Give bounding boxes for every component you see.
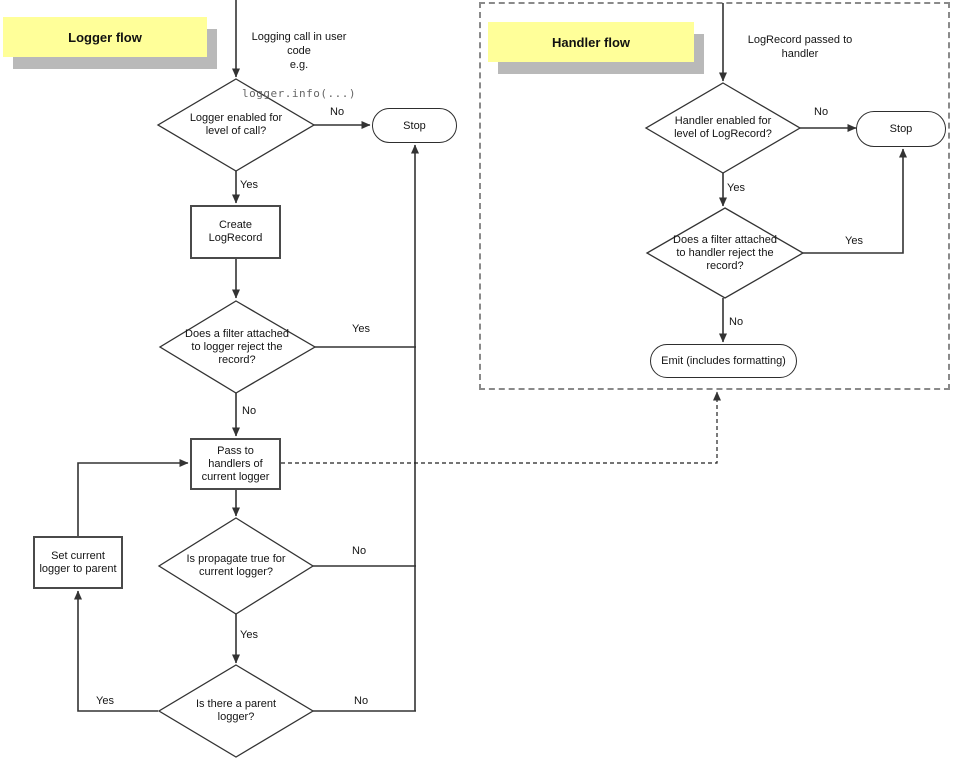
label-handler-enabled-no: No: [814, 106, 829, 118]
stop-node-logger: Stop: [372, 108, 457, 143]
edge-handler-filter-yes: [803, 148, 907, 254]
label-handler-filter-no: No: [729, 316, 744, 328]
logger-start-text: Logging call in user code e.g. logger.in…: [234, 16, 364, 115]
edge-setparent-to-pass: [77, 459, 189, 536]
logger-flow-title: Logger flow: [3, 17, 207, 57]
handler-flow-title: Handler flow: [488, 22, 694, 62]
label-logger-enabled-yes: Yes: [240, 179, 258, 191]
decision-logger-enabled: [156, 78, 316, 172]
decision-handler-enabled: [644, 82, 802, 174]
box-create-logrecord: Create LogRecord: [190, 205, 281, 259]
label-handler-filter-yes: Yes: [845, 235, 863, 247]
decision-propagate: [157, 517, 315, 615]
label-parent-yes: Yes: [96, 695, 114, 707]
logger-start-code: logger.info(...): [242, 87, 356, 100]
label-logger-filter-no: No: [242, 405, 257, 417]
label-propagate-no: No: [352, 545, 367, 557]
stop-node-handler: Stop: [856, 111, 946, 147]
label-parent-no: No: [354, 695, 369, 707]
box-pass-to-handlers: Pass to handlers of current logger: [190, 438, 281, 490]
handler-flow-boundary: [479, 2, 950, 390]
decision-handler-filter: [645, 207, 805, 299]
label-propagate-yes: Yes: [240, 629, 258, 641]
box-set-current-logger: Set current logger to parent: [33, 536, 123, 589]
emit-node: Emit (includes formatting): [650, 344, 797, 378]
handler-start-text: LogRecord passed to handler: [747, 34, 853, 60]
edge-parent-yes: [74, 590, 158, 712]
label-handler-enabled-yes: Yes: [727, 182, 745, 194]
label-logger-enabled-no: No: [330, 106, 345, 118]
decision-parent-logger: [157, 664, 315, 758]
edge-pass-to-handler-flow: [281, 391, 721, 464]
logger-start-lines: Logging call in user code e.g.: [251, 31, 347, 71]
decision-logger-filter: [158, 300, 317, 394]
label-logger-filter-yes: Yes: [352, 323, 370, 335]
